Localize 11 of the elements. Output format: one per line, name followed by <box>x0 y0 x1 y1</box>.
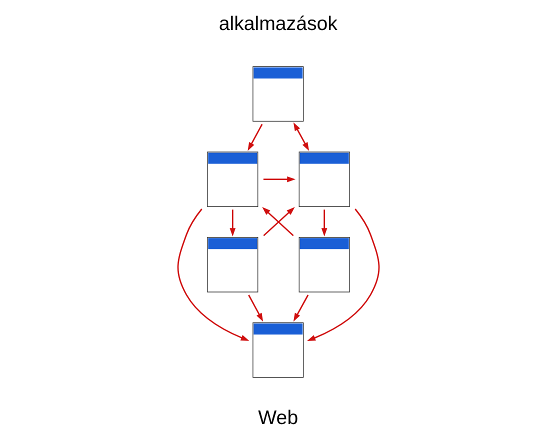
arrow <box>248 294 263 322</box>
label: Web <box>258 406 298 429</box>
arrow <box>247 124 262 151</box>
arrow <box>262 176 296 182</box>
arrow <box>306 208 380 341</box>
label: alkalmazások <box>218 12 337 35</box>
arrow <box>176 208 249 341</box>
arrow <box>292 122 309 151</box>
arrow <box>229 210 236 236</box>
arrow <box>320 210 327 236</box>
arrow <box>292 294 308 322</box>
